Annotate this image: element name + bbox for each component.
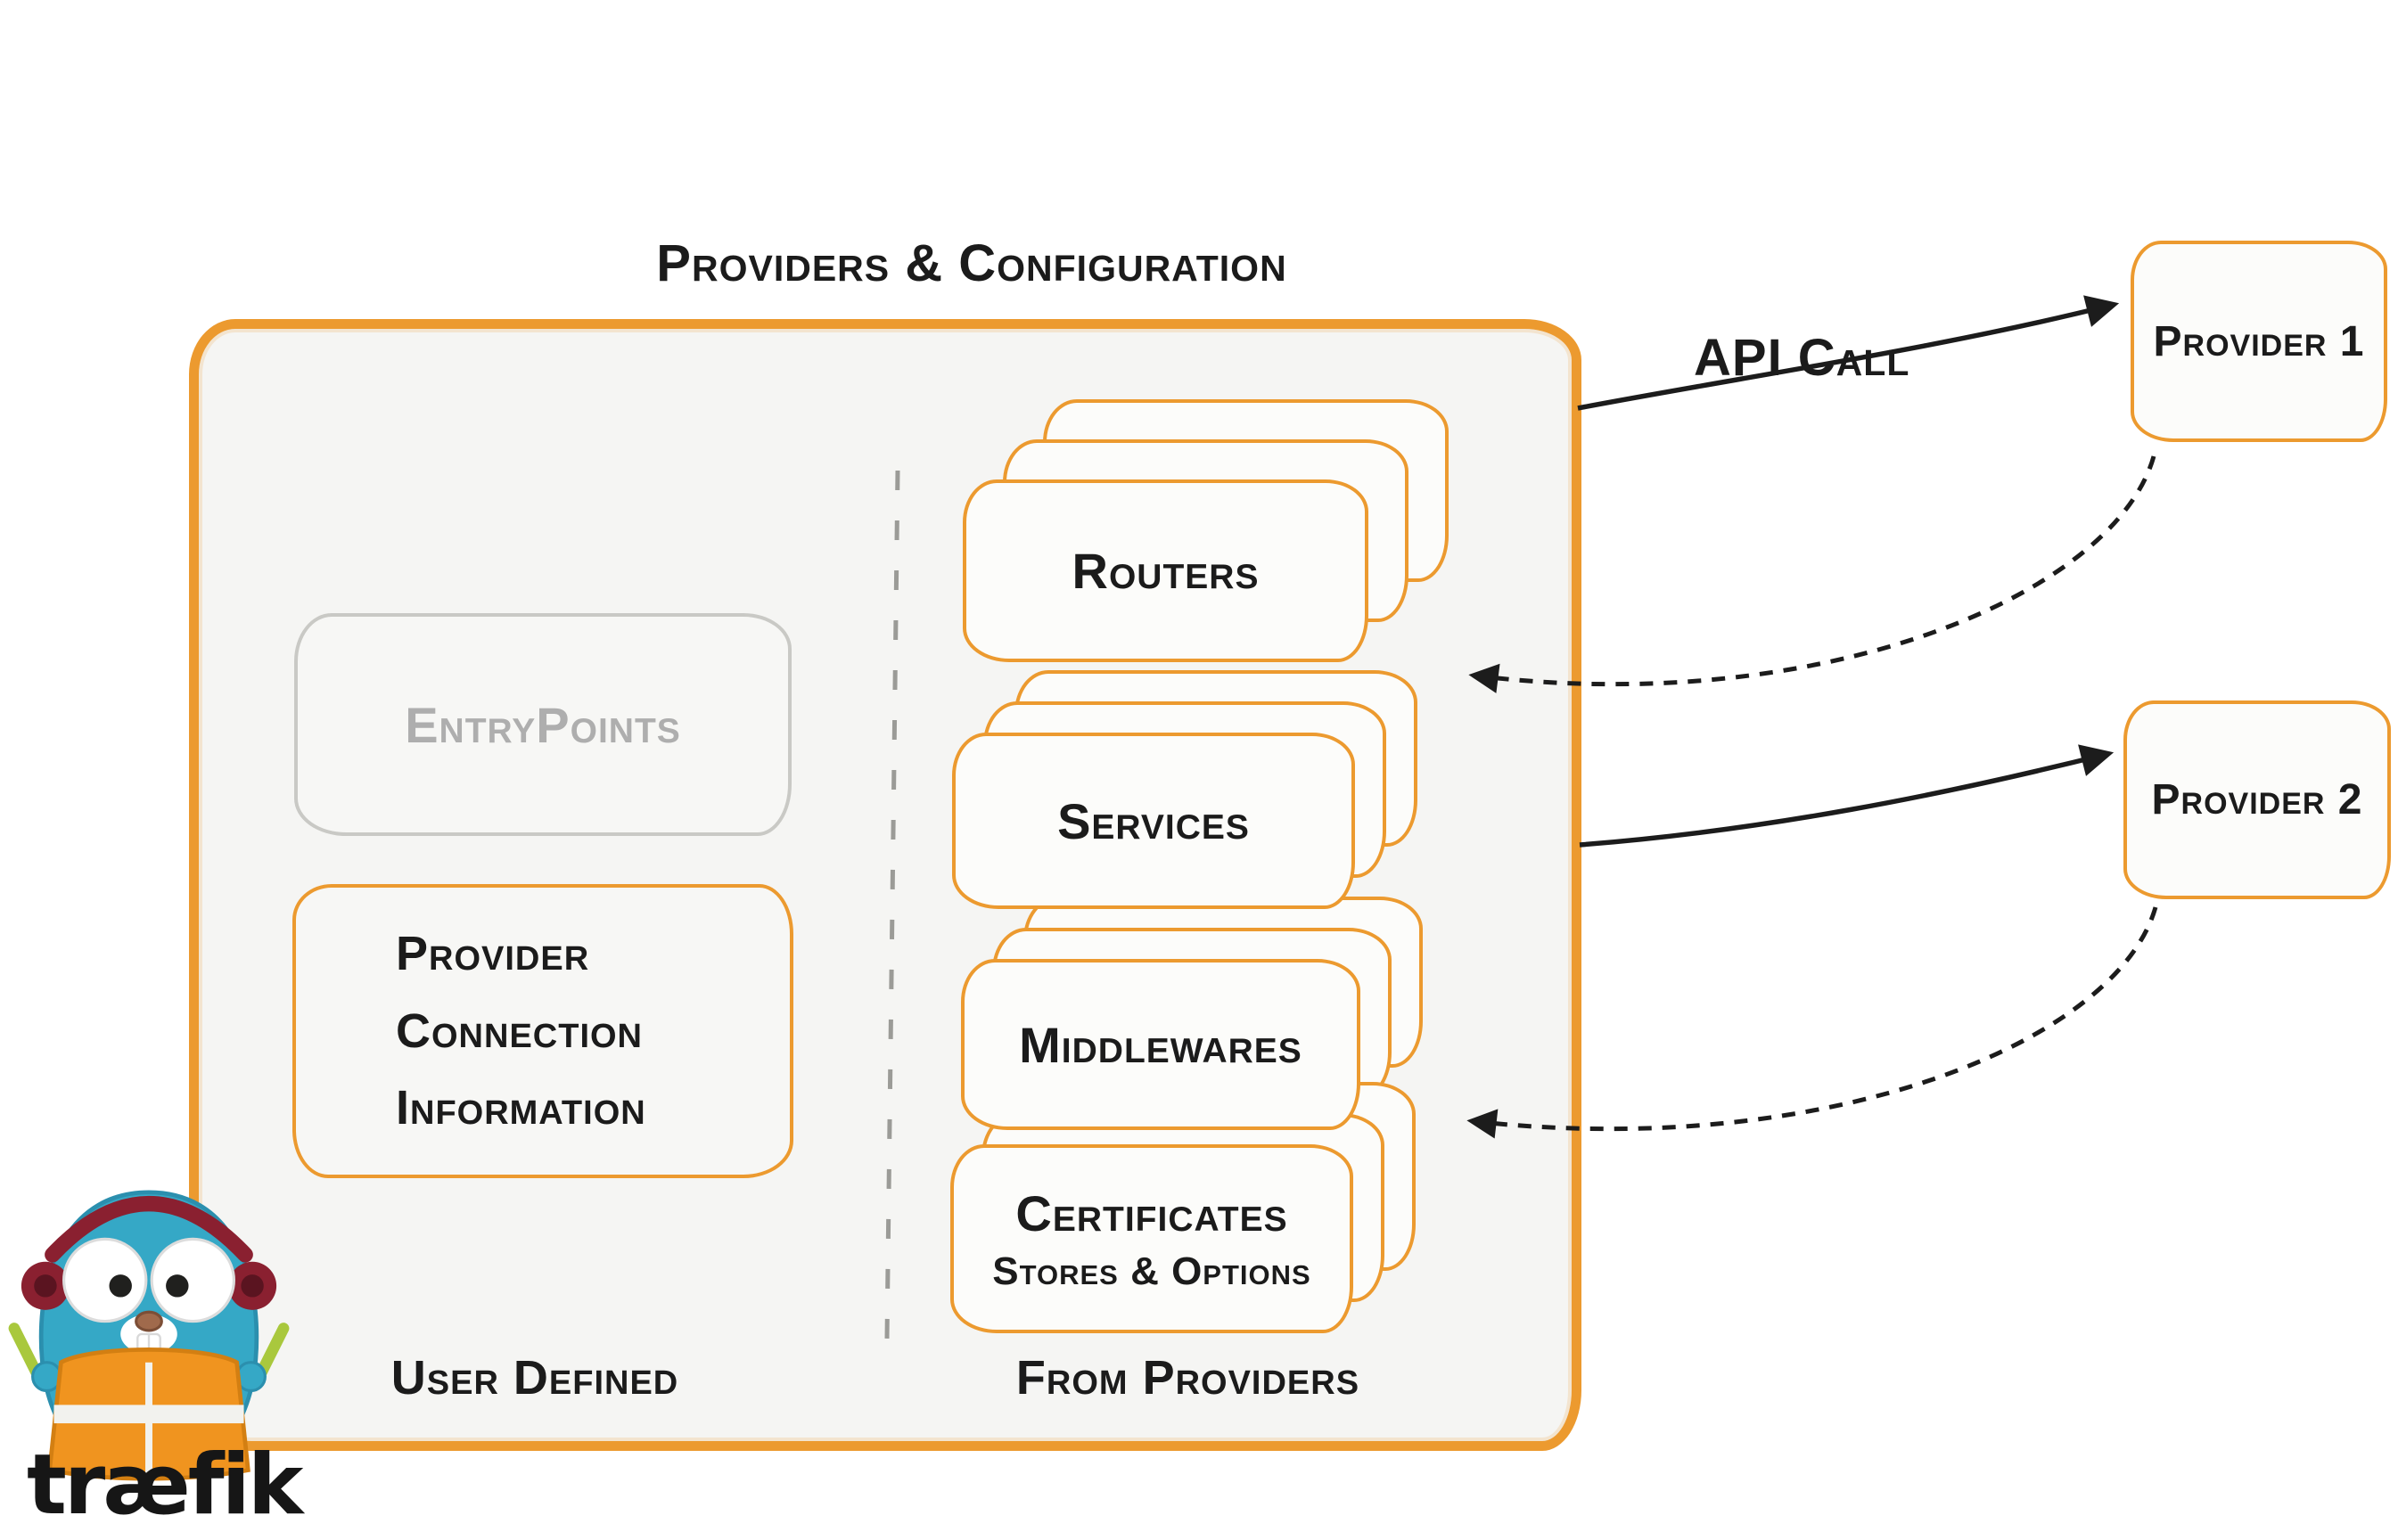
middlewares-card: Middlewares: [961, 959, 1360, 1130]
middlewares-label: Middlewares: [1019, 1016, 1302, 1073]
user-defined-label: User Defined: [390, 1351, 679, 1405]
traefik-wordmark: træfik: [27, 1437, 303, 1534]
entrypoints-label: EntryPoints: [405, 696, 681, 753]
services-card: Services: [952, 733, 1355, 909]
provider-2-label: Provider 2: [2151, 776, 2363, 823]
gopher-eye-left: [62, 1237, 148, 1323]
provider-1-label: Provider 1: [2153, 317, 2365, 365]
headphone-cup-right-inner: [241, 1274, 264, 1298]
api-call-label: API Call: [1694, 329, 1910, 387]
provider-connection-line: Connection: [396, 1003, 643, 1058]
gopher-nose: [135, 1310, 163, 1332]
services-label: Services: [1057, 792, 1250, 849]
provider-connection-box: Provider Connection Information: [292, 884, 793, 1178]
provider-1-box: Provider 1: [2131, 241, 2387, 442]
routers-card: Routers: [963, 479, 1368, 662]
routers-label: Routers: [1072, 543, 1260, 599]
entrypoints-box: EntryPoints: [294, 613, 792, 836]
from-providers-label: From Providers: [1015, 1351, 1360, 1405]
arrow-to-provider-2: [1579, 744, 2115, 848]
headphone-cup-left-inner: [34, 1274, 57, 1298]
gopher-pupil-right: [166, 1274, 189, 1298]
certificates-sublabel: Stores & Options: [992, 1249, 1311, 1293]
certificates-card: Certificates Stores & Options: [950, 1144, 1353, 1333]
certificates-label: Certificates: [1015, 1184, 1288, 1241]
provider-connection-line: Provider: [396, 927, 590, 981]
provider-connection-line: Information: [396, 1081, 646, 1135]
gopher-pupil-left: [109, 1274, 132, 1298]
provider-2-box: Provider 2: [2123, 700, 2391, 899]
headphones-band-icon: [45, 1196, 253, 1263]
gopher-eye-right: [150, 1237, 235, 1323]
traefik-gopher-mascot-icon: [8, 1190, 290, 1481]
diagram-title: Providers & Configuration: [656, 234, 1287, 292]
